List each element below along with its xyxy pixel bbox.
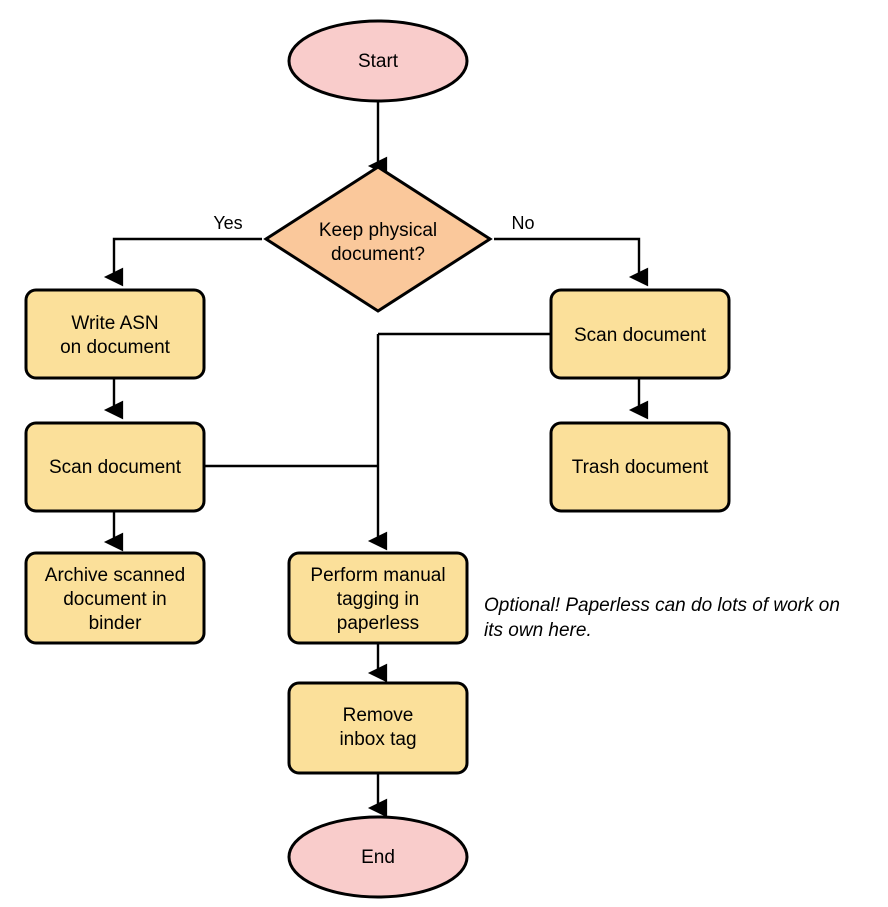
- scan-document-right-rect: [549, 288, 731, 380]
- node-start[interactable]: Start: [287, 19, 469, 103]
- scan-document-left-label: Scan document: [49, 457, 182, 478]
- trash-document-rect: [549, 421, 731, 513]
- write-asn-label-line2: on document: [60, 337, 171, 358]
- optional-note: Optional! Paperless can do lots of work …: [484, 595, 840, 641]
- remove-inbox-tag-label-line1: Remove: [343, 705, 414, 726]
- write-asn-rect: [24, 288, 206, 380]
- start-ellipse: [287, 19, 469, 103]
- scan-document-left-rect: [24, 421, 206, 513]
- edges-group: [103, 101, 649, 818]
- node-keep-physical-document-decision[interactable]: Keep physical document?: [263, 165, 493, 313]
- edge-decision-no-to-scan-right: [494, 237, 649, 287]
- end-label: End: [361, 847, 395, 868]
- archive-label-line3: binder: [89, 613, 142, 634]
- decision-diamond: [263, 165, 493, 313]
- manual-tagging-rect: [287, 551, 469, 645]
- trash-document-label: Trash document: [572, 457, 709, 478]
- edge-decision-yes-to-write-asn: [103, 237, 262, 287]
- node-scan-document-left[interactable]: Scan document: [24, 421, 206, 513]
- manual-tagging-label-line3: paperless: [337, 613, 419, 634]
- remove-inbox-tag-rect: [287, 681, 469, 775]
- node-write-asn-on-document[interactable]: Write ASN on document: [24, 288, 206, 380]
- node-trash-document[interactable]: Trash document: [549, 421, 731, 513]
- end-ellipse: [287, 815, 469, 899]
- manual-tagging-label-line2: tagging in: [337, 589, 419, 610]
- node-archive-scanned-document[interactable]: Archive scanned document in binder: [24, 551, 206, 645]
- optional-note-line1: Optional! Paperless can do lots of work …: [484, 595, 840, 616]
- decision-label-line1: Keep physical: [319, 220, 437, 241]
- edge-label-no: No: [511, 213, 534, 233]
- remove-inbox-tag-label-line2: inbox tag: [339, 729, 416, 750]
- archive-label-line2: document in: [63, 589, 167, 610]
- optional-note-line2: its own here.: [484, 620, 592, 641]
- scan-document-right-label: Scan document: [574, 325, 707, 346]
- node-scan-document-right[interactable]: Scan document: [549, 288, 731, 380]
- node-end[interactable]: End: [287, 815, 469, 899]
- node-remove-inbox-tag[interactable]: Remove inbox tag: [287, 681, 469, 775]
- edge-label-yes: Yes: [213, 213, 242, 233]
- start-label: Start: [358, 51, 399, 72]
- archive-label-line1: Archive scanned: [45, 565, 185, 586]
- manual-tagging-label-line1: Perform manual: [310, 565, 445, 586]
- archive-rect: [24, 551, 206, 645]
- node-perform-manual-tagging[interactable]: Perform manual tagging in paperless: [287, 551, 469, 645]
- write-asn-label-line1: Write ASN: [71, 313, 158, 334]
- decision-label-line2: document?: [331, 244, 425, 265]
